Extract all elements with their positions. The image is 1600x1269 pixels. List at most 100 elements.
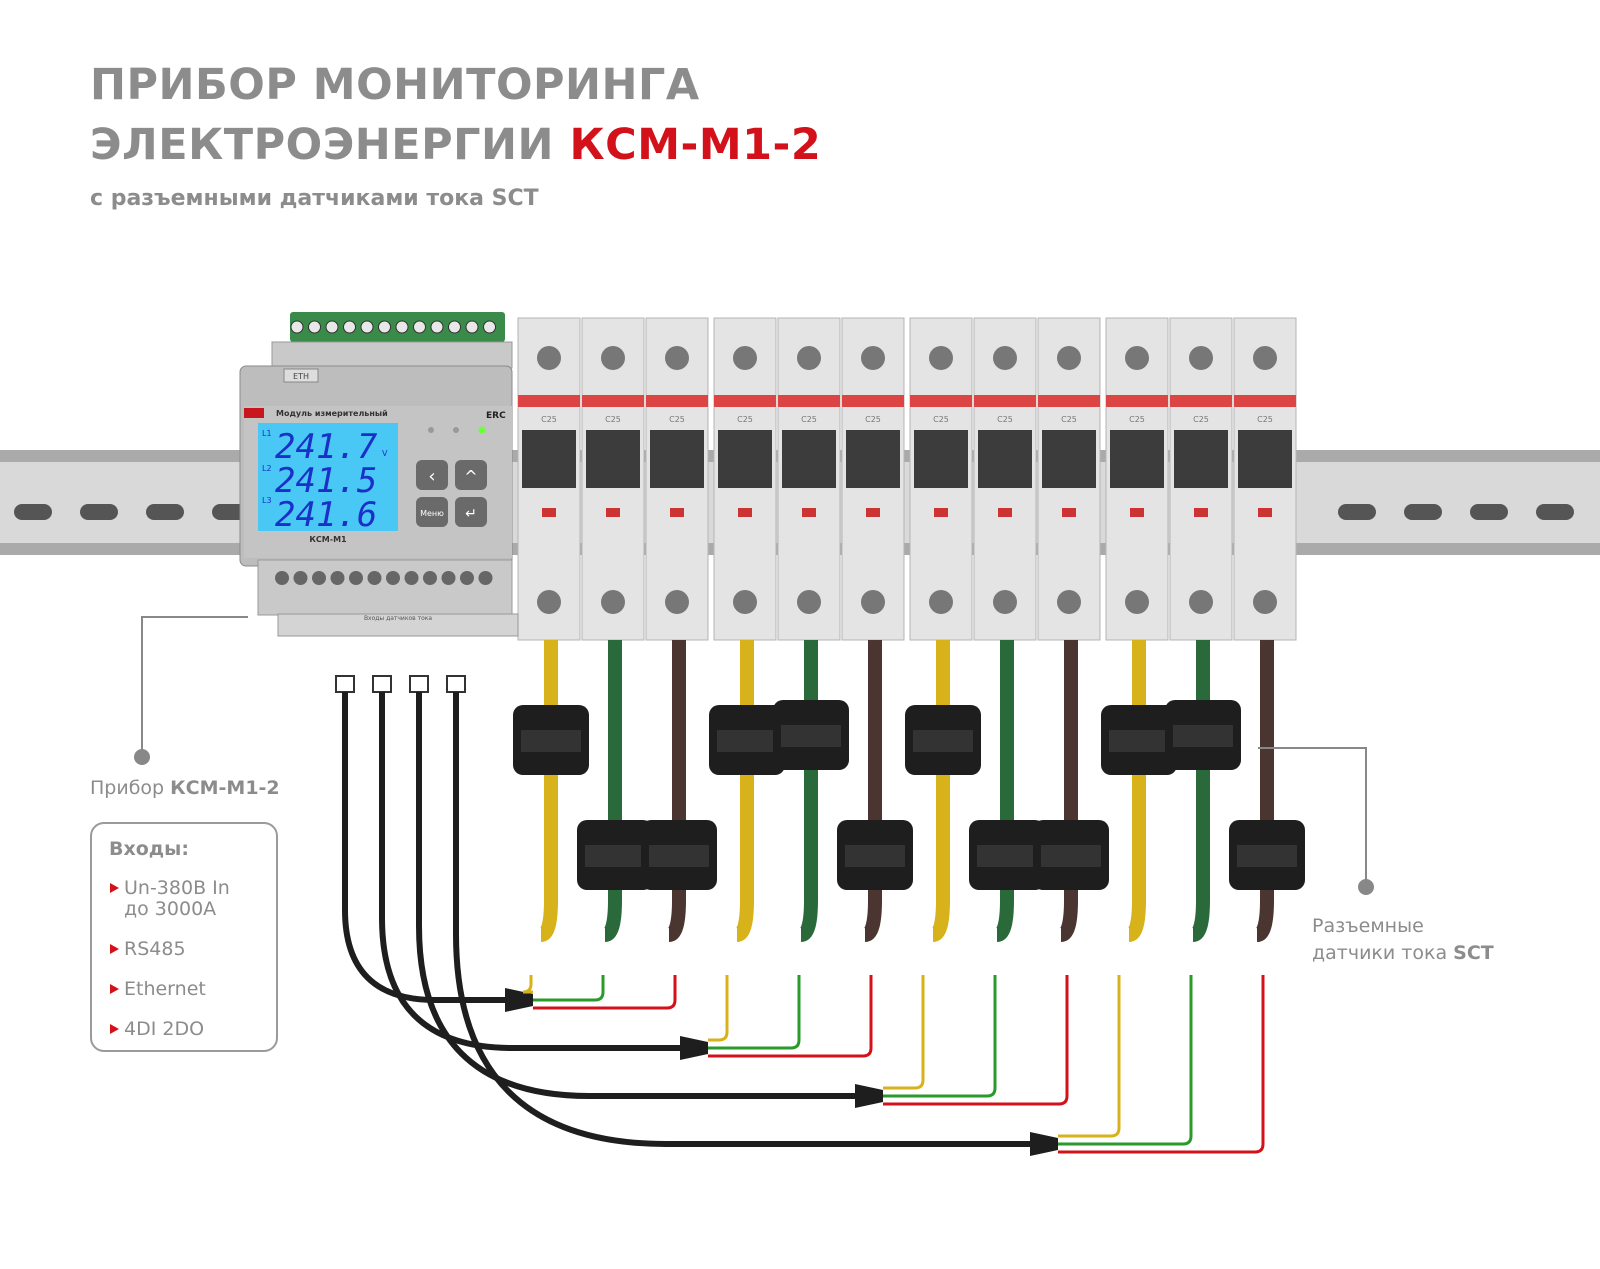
screw-icon — [929, 590, 953, 614]
lcd-display — [258, 423, 398, 531]
terminal-screw-icon — [395, 320, 409, 334]
screw-icon — [797, 346, 821, 370]
screw-icon — [665, 346, 689, 370]
sct-model: SCT — [1453, 942, 1494, 964]
terminal-screw-icon — [367, 571, 382, 585]
lead-splitter — [680, 1036, 708, 1060]
breaker-indicator — [866, 508, 880, 517]
sensor-lead — [416, 692, 855, 1099]
sct-sensor-cables — [335, 640, 1305, 1156]
breaker-red-band — [842, 395, 904, 407]
eth-label: ETH — [293, 372, 309, 381]
left-button[interactable] — [416, 460, 448, 490]
wire — [798, 640, 818, 942]
sct-line-2: датчики тока — [1312, 942, 1448, 964]
terminal-screw-icon — [430, 320, 444, 334]
screw-icon — [929, 346, 953, 370]
screw-icon — [993, 590, 1017, 614]
breaker-rating: C25 — [1257, 415, 1273, 424]
breaker-rating: C25 — [801, 415, 817, 424]
breaker-rating: C25 — [1193, 415, 1209, 424]
breaker-indicator — [738, 508, 752, 517]
input-item: 4DI 2DO — [110, 1019, 254, 1040]
breaker-toggle — [1174, 430, 1228, 488]
breaker-toggle — [978, 430, 1032, 488]
input-item: Ethernet — [110, 979, 254, 1000]
screw-icon — [1057, 346, 1081, 370]
connector-plug — [446, 675, 466, 693]
sensor-wire — [1058, 975, 1265, 1154]
breaker-red-band — [582, 395, 644, 407]
terminal-screw-icon — [308, 320, 321, 334]
menu-button[interactable] — [416, 497, 448, 527]
rail-slot — [1338, 504, 1376, 520]
sensor-wire — [522, 975, 533, 994]
sensor-wire — [708, 975, 873, 1058]
inputs-box: Входы: Un-380В In до 3000А RS485 Etherne… — [90, 822, 278, 1052]
breaker-toggle — [650, 430, 704, 488]
screw-icon — [861, 346, 885, 370]
rail-slot — [1470, 504, 1508, 520]
lead-splitter — [855, 1084, 883, 1108]
wire — [666, 640, 686, 942]
screw-icon — [993, 346, 1017, 370]
device-callout-prefix: Прибор — [90, 777, 165, 799]
terminal-screw-icon — [460, 571, 474, 585]
connector-plug — [335, 675, 355, 693]
rail-slot — [146, 504, 184, 520]
sensor-wire — [883, 975, 1069, 1106]
breaker-red-band — [778, 395, 840, 407]
breaker-red-band — [974, 395, 1036, 407]
terminal-screw-icon — [360, 320, 374, 334]
screw-icon — [733, 346, 757, 370]
l3-value: 241.6 — [275, 495, 377, 535]
wire — [1126, 640, 1146, 942]
breaker-toggle — [522, 430, 576, 488]
rail-slot — [1404, 504, 1442, 520]
wire — [930, 640, 950, 942]
l3-label: L3 — [262, 496, 272, 505]
wire — [1058, 640, 1078, 942]
wire — [1190, 640, 1210, 942]
svg-text:^: ^ — [464, 467, 477, 486]
sensor-wire — [533, 975, 605, 1002]
wire — [862, 640, 882, 942]
breaker-indicator — [1194, 508, 1208, 517]
screw-icon — [537, 346, 561, 370]
screw-icon — [1125, 346, 1149, 370]
menu-button-label: Меню — [420, 509, 444, 518]
breaker-toggle — [1238, 430, 1292, 488]
device-callout-model: КСМ-М1-2 — [170, 777, 280, 799]
enter-button[interactable] — [455, 497, 487, 527]
breaker-red-band — [714, 395, 776, 407]
terminal-screw-icon — [290, 320, 304, 334]
rail-slot — [14, 504, 52, 520]
l2-label: L2 — [262, 464, 272, 473]
terminal-screw-icon — [465, 320, 479, 334]
brand-logo — [244, 408, 264, 418]
svg-text:↵: ↵ — [465, 506, 477, 522]
rail-slot — [1536, 504, 1574, 520]
breaker-toggle — [782, 430, 836, 488]
terminal-screw-icon — [330, 571, 345, 585]
sensor-wire — [883, 975, 997, 1098]
breaker-rating: C25 — [997, 415, 1013, 424]
sensor-wire — [708, 975, 729, 1042]
power-led — [478, 426, 486, 434]
input-item: RS485 — [110, 939, 254, 960]
screw-icon — [1125, 590, 1149, 614]
sensor-wire — [883, 975, 925, 1090]
breaker-red-band — [646, 395, 708, 407]
screw-icon — [601, 346, 625, 370]
terminal-screw-icon — [423, 571, 437, 585]
terminal-screw-icon — [448, 320, 461, 334]
terminal-screw-icon — [404, 571, 419, 585]
monitoring-device: ETH Модуль измерительный ERC L1 L2 L3 24… — [239, 312, 519, 637]
breaker-indicator — [670, 508, 684, 517]
breaker-rating: C25 — [1129, 415, 1145, 424]
inputs-title: Входы: — [109, 838, 189, 860]
breaker-toggle — [586, 430, 640, 488]
up-button[interactable] — [455, 460, 487, 490]
model-label: КСМ-М1 — [309, 535, 347, 544]
terminal-screw-icon — [378, 320, 391, 334]
